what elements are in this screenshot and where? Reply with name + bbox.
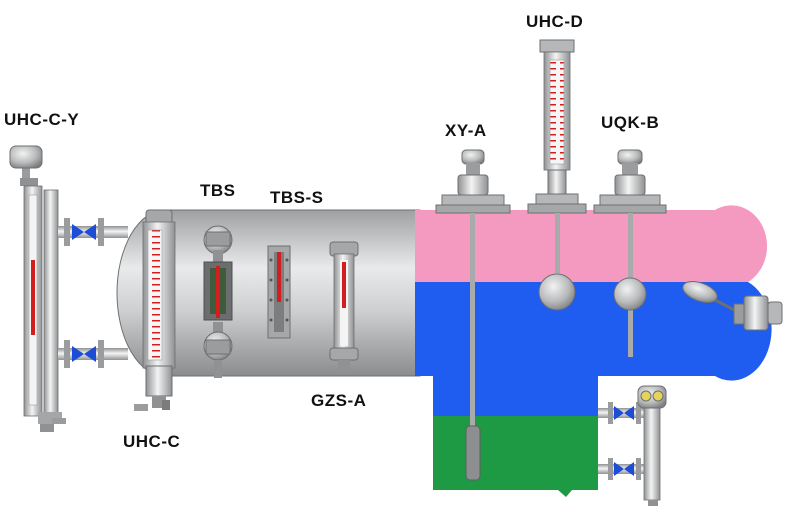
label-uhc-d: UHC-D: [526, 12, 584, 31]
uhc-c-y-lower-valve: [58, 340, 128, 368]
label-uhc-c-y: UHC-C-Y: [4, 110, 80, 129]
sump-bottom-layer: [433, 416, 598, 497]
uhc-c-y-gauge: [9, 145, 66, 432]
uhc-c-y-upper-valve: [58, 218, 128, 246]
side-float-switch: [682, 281, 783, 331]
tbs-s-gauge: [267, 245, 291, 339]
sump-side-gauge: [598, 385, 667, 506]
label-uqk-b: UQK-B: [601, 113, 660, 132]
uhc-c-gauge: [134, 209, 176, 411]
middle-liquid-layer: [415, 282, 772, 381]
uqk-b-switch: [593, 149, 667, 357]
label-tbs-s: TBS-S: [270, 188, 324, 207]
label-gzs-a: GZS-A: [311, 391, 367, 410]
label-tbs: TBS: [200, 181, 236, 200]
uhc-d-gauge: [527, 39, 587, 311]
gzs-a-gauge: [329, 241, 359, 370]
tbs-gauge: [203, 225, 233, 378]
xy-a-instrument: [435, 149, 511, 481]
top-liquid-layer: [415, 205, 768, 282]
label-xy-a: XY-A: [445, 121, 487, 140]
sump-middle-layer: [433, 374, 598, 416]
label-uhc-c: UHC-C: [123, 432, 181, 451]
